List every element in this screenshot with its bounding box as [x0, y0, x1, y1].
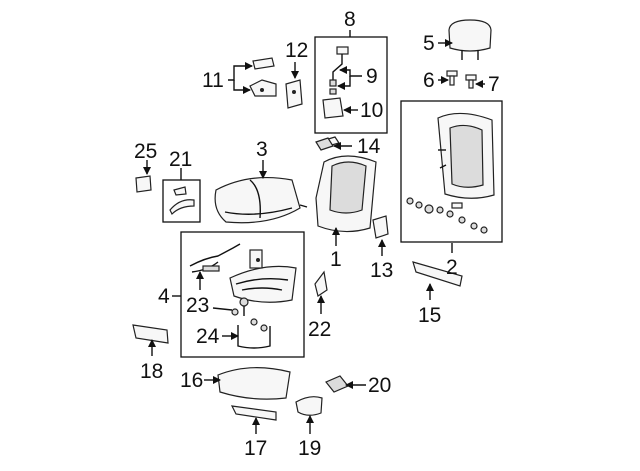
cover-part — [372, 215, 389, 239]
switch-part — [325, 375, 349, 393]
callout-1: 1 — [330, 248, 342, 271]
callout-12: 12 — [285, 39, 308, 62]
seat-back-frame-part — [406, 112, 495, 234]
hinge-parts — [249, 57, 277, 97]
callout-23: 23 — [186, 294, 209, 317]
callout-2: 2 — [446, 256, 458, 279]
callout-8: 8 — [344, 8, 356, 31]
callout-3: 3 — [256, 138, 268, 161]
side-trim-part — [132, 324, 169, 344]
plate-part — [230, 405, 277, 421]
side-cover-part — [169, 186, 195, 216]
callout-20: 20 — [368, 374, 391, 397]
leader-lines — [143, 30, 485, 434]
rail-cover-part — [412, 261, 463, 287]
group-box-8 — [314, 36, 388, 134]
callout-6: 6 — [423, 69, 435, 92]
knob-cover-part — [295, 396, 323, 416]
callout-15: 15 — [418, 304, 441, 327]
callout-22: 22 — [308, 318, 331, 341]
callout-4: 4 — [158, 285, 170, 308]
bracket-part — [285, 79, 303, 109]
headrest-part — [448, 19, 492, 60]
under-tray-part — [217, 367, 291, 400]
callout-11: 11 — [202, 69, 224, 92]
group-box-4 — [180, 231, 305, 358]
headrest-guide-part — [446, 70, 458, 86]
seat-frame-parts — [189, 243, 297, 349]
callout-19: 19 — [298, 437, 321, 460]
callout-10: 10 — [360, 99, 383, 122]
headrest-guide-lock-part — [465, 74, 477, 89]
callout-24: 24 — [196, 325, 220, 348]
callout-14: 14 — [357, 135, 381, 158]
trim-part — [314, 270, 328, 297]
callout-9: 9 — [366, 65, 378, 88]
group-box-2 — [400, 100, 503, 243]
small-cover-part — [135, 175, 152, 193]
seat-back-part — [315, 155, 377, 233]
callout-25: 25 — [134, 140, 157, 163]
callout-21: 21 — [169, 148, 192, 171]
callout-5: 5 — [423, 32, 435, 55]
callout-17: 17 — [244, 437, 267, 460]
callout-7: 7 — [488, 73, 500, 96]
recliner-group-parts — [322, 46, 349, 147]
callout-18: 18 — [140, 360, 163, 383]
callout-16: 16 — [180, 369, 203, 392]
seat-cushion-part — [214, 176, 308, 224]
callout-13: 13 — [370, 259, 393, 282]
